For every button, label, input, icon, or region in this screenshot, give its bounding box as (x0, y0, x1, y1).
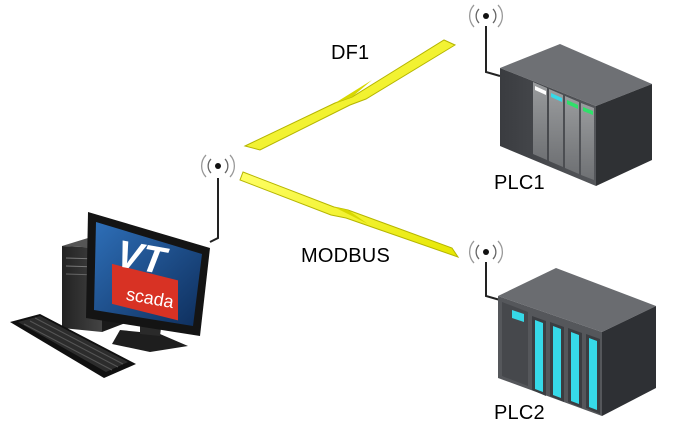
modbus-lightning-bolt (239, 171, 460, 258)
computer-antenna (200, 154, 236, 243)
logo-main-text: VT (113, 233, 171, 283)
df1-link-label: DF1 (331, 42, 370, 64)
plc2-device (468, 240, 656, 416)
plc2-modules (532, 316, 600, 414)
plc1-antenna (468, 4, 504, 77)
plc1-modules (533, 82, 594, 180)
computer-workstation: VT scada (10, 212, 210, 378)
plc1-label: PLC1 (494, 172, 545, 194)
plc1-device (468, 4, 652, 186)
plc2-antenna (468, 240, 504, 301)
keyboard (10, 314, 136, 378)
modbus-link-label: MODBUS (301, 245, 390, 267)
vt-scada-logo: VT scada (112, 233, 178, 321)
monitor: VT scada (86, 212, 210, 336)
df1-lightning-bolt (243, 39, 457, 151)
plc2-label: PLC2 (494, 402, 545, 424)
